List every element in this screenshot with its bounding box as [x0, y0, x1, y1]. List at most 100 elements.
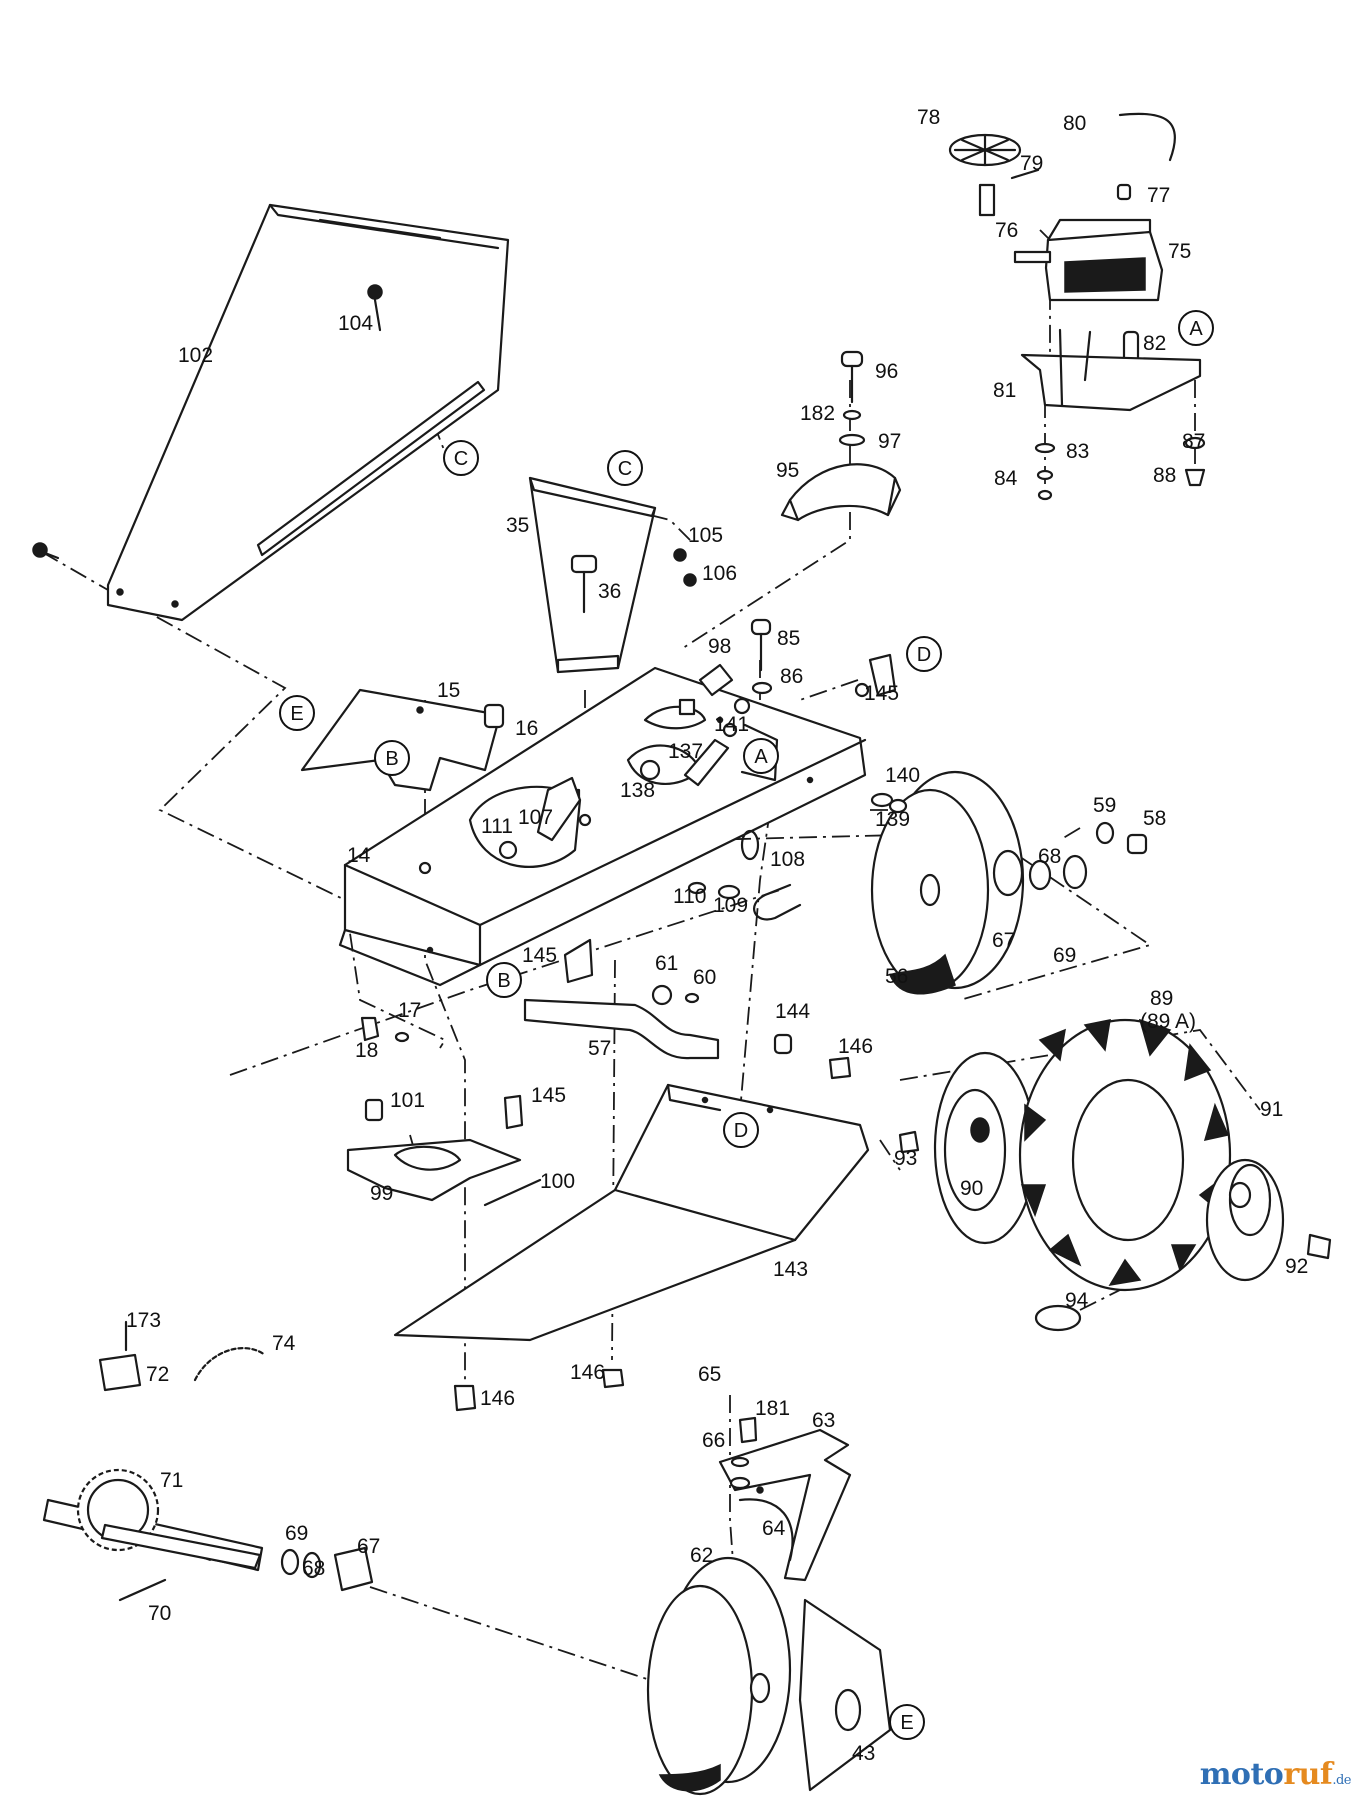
part-label: 91 — [1260, 1098, 1283, 1121]
callout-letter: E — [900, 1712, 913, 1734]
drive-shaft-71 — [42, 1468, 374, 1602]
bolt-17-18 — [360, 1016, 410, 1043]
part-label: 80 — [1063, 112, 1086, 135]
part-label: 58 — [1143, 807, 1166, 830]
callout-circle — [607, 450, 643, 486]
part-label: 143 — [773, 1258, 808, 1281]
part-label: 60 — [693, 966, 716, 989]
part-label: 98 — [708, 635, 731, 658]
callout-circle — [743, 738, 779, 774]
part-label: 71 — [160, 1469, 183, 1492]
part-label: 68 — [302, 1557, 325, 1580]
sprocket-chain-parts — [98, 1320, 267, 1392]
part-label: 81 — [993, 379, 1016, 402]
motoruf-logo: motoruf.de — [1199, 1757, 1352, 1792]
part-label: 181 — [755, 1397, 790, 1420]
part-label: 100 — [540, 1170, 575, 1193]
side-wheel-62 — [646, 1416, 892, 1796]
callout-letter: D — [917, 644, 931, 666]
part-label: 67 — [357, 1535, 380, 1558]
callout-marker: D — [723, 1112, 759, 1148]
chute-bracket-35 — [528, 476, 697, 674]
part-label: 96 — [875, 360, 898, 383]
part-label: 95 — [776, 459, 799, 482]
part-label: 63 — [812, 1409, 835, 1432]
part-label: 146 — [480, 1387, 515, 1410]
part-label: 87 — [1182, 430, 1205, 453]
part-label: 94 — [1065, 1289, 1089, 1312]
callout-marker: B — [374, 740, 410, 776]
part-label: 141 — [714, 713, 749, 736]
part-label: 83 — [1066, 440, 1089, 463]
callout-marker: A — [743, 738, 779, 774]
part-label: 72 — [146, 1363, 169, 1386]
part-label: 106 — [702, 562, 737, 585]
part-label: 110 — [673, 885, 706, 908]
callout-circle — [1178, 310, 1214, 346]
bracket-15 — [300, 688, 505, 792]
callout-marker: B — [486, 962, 522, 998]
part-label: 15 — [437, 679, 460, 702]
part-label: 173 — [126, 1309, 161, 1332]
part-label: 69 — [285, 1522, 308, 1545]
belt-cover-95 — [780, 350, 902, 522]
part-label: 109 — [713, 894, 748, 917]
part-label: 92 — [1285, 1255, 1308, 1278]
callout-circle — [486, 962, 522, 998]
part-label: 17 — [398, 999, 421, 1022]
part-label: 69 — [1053, 944, 1076, 967]
callout-marker: E — [279, 695, 315, 731]
part-label: 145 — [522, 944, 557, 967]
part-label: 66 — [702, 1429, 725, 1452]
part-label: 105 — [688, 524, 723, 547]
part-label: 108 — [770, 848, 805, 871]
reference-callouts: A C C D A E B B D E — [279, 310, 1214, 1740]
part-label: 74 — [272, 1332, 296, 1355]
part-label: 137 — [668, 740, 703, 763]
part-label: 101 — [390, 1089, 425, 1112]
callout-marker: E — [889, 1704, 925, 1740]
part-label: (89 A) — [1140, 1010, 1196, 1033]
callout-letter: B — [385, 748, 398, 770]
callout-letter: C — [618, 458, 632, 480]
part-label: 65 — [698, 1363, 721, 1386]
mounting-plate-99 — [346, 1094, 542, 1207]
part-label: 16 — [515, 717, 538, 740]
lever-137 — [639, 697, 779, 787]
part-label: 76 — [995, 219, 1018, 242]
part-label: 35 — [506, 514, 529, 537]
part-label: 79 — [1020, 152, 1043, 175]
callout-circle — [443, 440, 479, 476]
part-label: 146 — [570, 1361, 605, 1384]
callout-letter: A — [1189, 318, 1203, 340]
small-fittings — [698, 618, 897, 698]
part-label: 139 — [875, 808, 910, 831]
part-label: 77 — [1147, 184, 1170, 207]
part-label: 93 — [894, 1147, 917, 1170]
callout-marker: A — [1178, 310, 1214, 346]
callout-marker: C — [443, 440, 479, 476]
part-label: 182 — [800, 402, 835, 425]
callout-letter: C — [454, 448, 468, 470]
part-label: 59 — [1093, 794, 1116, 817]
strap-bracket-57 — [523, 938, 720, 1060]
part-label: 18 — [355, 1039, 378, 1062]
callout-circle — [906, 636, 942, 672]
part-label: 85 — [777, 627, 800, 650]
part-label: 89 — [1150, 987, 1173, 1010]
part-label: 144 — [775, 1000, 810, 1023]
callout-letter: B — [497, 970, 510, 992]
part-label: 86 — [780, 665, 803, 688]
callout-letter: D — [734, 1120, 748, 1142]
part-label: 104 — [338, 312, 373, 335]
part-label: 99 — [370, 1182, 393, 1205]
part-label: 145 — [864, 682, 899, 705]
part-label: 102 — [178, 344, 213, 367]
callout-letter: A — [754, 746, 768, 768]
discharge-chute-102 — [32, 203, 510, 622]
part-label: 145 — [531, 1084, 566, 1107]
part-label: 57 — [588, 1037, 611, 1060]
part-label: 88 — [1153, 464, 1176, 487]
